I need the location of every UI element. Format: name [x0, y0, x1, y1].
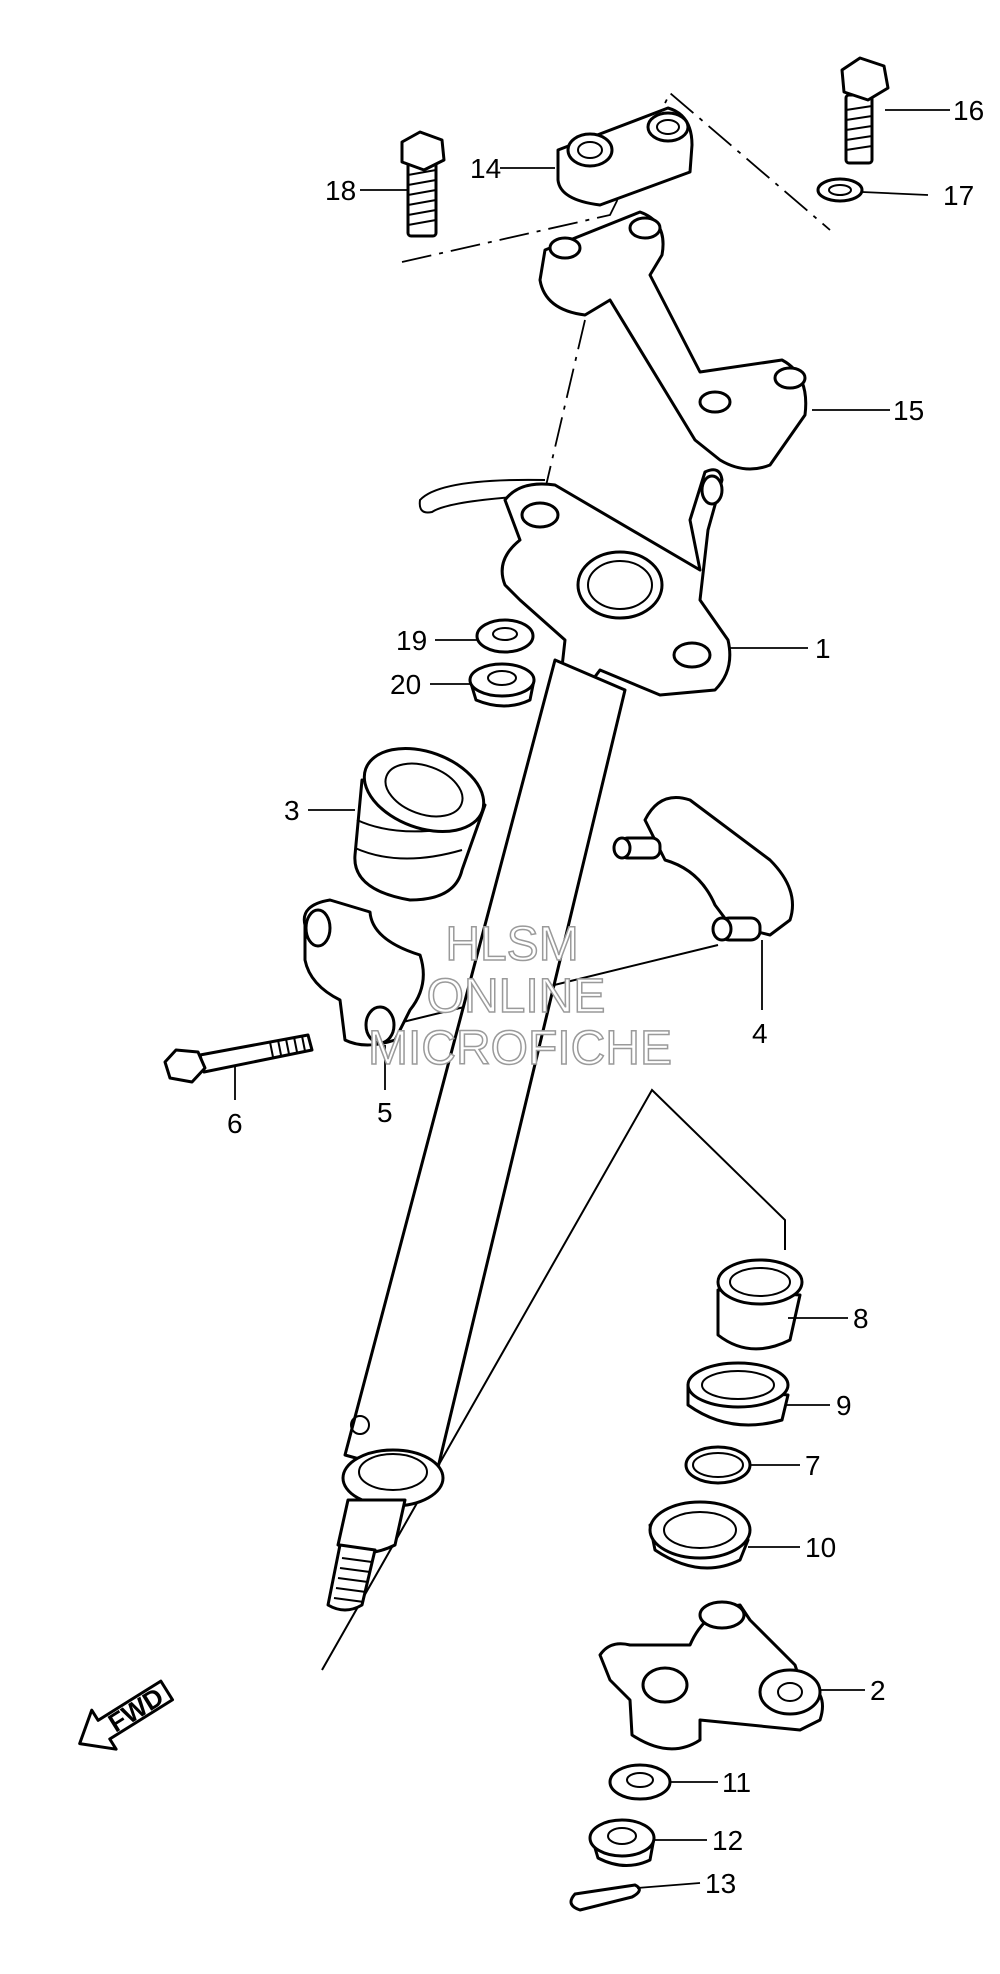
- callout-20: 20: [390, 669, 421, 700]
- callouts: 14 18 16 17 15 1 19 20 3 4 5 6 8 9 7 10 …: [227, 95, 984, 1899]
- callout-6: 6: [227, 1108, 243, 1139]
- part-13-cotter-pin: [569, 1883, 641, 1912]
- part-8-bushing: [716, 1258, 804, 1351]
- callout-15: 15: [893, 395, 924, 426]
- part-12-nut: [588, 1818, 656, 1867]
- watermark-line-1: HLSM: [445, 918, 578, 971]
- alignment-line-shaft-axis: [544, 319, 586, 491]
- fwd-direction-arrow-icon: FWD: [78, 1679, 175, 1751]
- callout-11: 11: [722, 1767, 751, 1798]
- part-1-upper-bracket: [418, 468, 732, 697]
- callout-2: 2: [870, 1675, 886, 1706]
- callout-4: 4: [752, 1018, 768, 1049]
- part-20-nut: [468, 662, 536, 708]
- callout-8: 8: [853, 1303, 869, 1334]
- watermark: HLSM ONLINE MICROFICHE: [367, 917, 672, 1076]
- part-17-lock-washer: [816, 177, 864, 203]
- callout-14: 14: [470, 153, 501, 184]
- part-11-washer: [608, 1763, 672, 1801]
- callout-10: 10: [805, 1532, 836, 1563]
- part-19-washer: [475, 618, 535, 654]
- part-7-o-ring: [684, 1445, 752, 1485]
- part-9-bearing: [686, 1361, 790, 1427]
- leader-lines: [234, 109, 950, 1889]
- watermark-line-2: ONLINE: [427, 970, 606, 1023]
- part-3-rubber-bushing: [353, 746, 487, 902]
- callout-13: 13: [705, 1868, 736, 1899]
- steering-shaft: [326, 658, 627, 1612]
- callout-3: 3: [284, 795, 300, 826]
- part-6-long-bolt: [163, 1033, 314, 1084]
- alignment-line-top: [401, 91, 831, 263]
- part-2-lower-arm: [598, 1600, 824, 1751]
- callout-19: 19: [396, 625, 427, 656]
- callout-9: 9: [836, 1390, 852, 1421]
- part-5-clamp: [302, 898, 425, 1047]
- alignment-line-lower: [321, 1088, 786, 1671]
- callout-17: 17: [943, 180, 974, 211]
- part-18-bolt: [400, 130, 446, 238]
- part-4-bracket: [612, 796, 794, 942]
- callout-18: 18: [325, 175, 356, 206]
- part-10-dust-seal: [648, 1500, 752, 1570]
- callout-1: 1: [815, 633, 831, 664]
- callout-16: 16: [953, 95, 984, 126]
- watermark-line-3: MICROFICHE: [368, 1022, 672, 1075]
- part-14-handlebar-holder: [556, 106, 694, 207]
- callout-12: 12: [712, 1825, 743, 1856]
- part-15-holder-bracket: [538, 210, 808, 471]
- callout-5: 5: [377, 1097, 393, 1128]
- part-16-bolt: [840, 56, 890, 165]
- callout-7: 7: [805, 1450, 821, 1481]
